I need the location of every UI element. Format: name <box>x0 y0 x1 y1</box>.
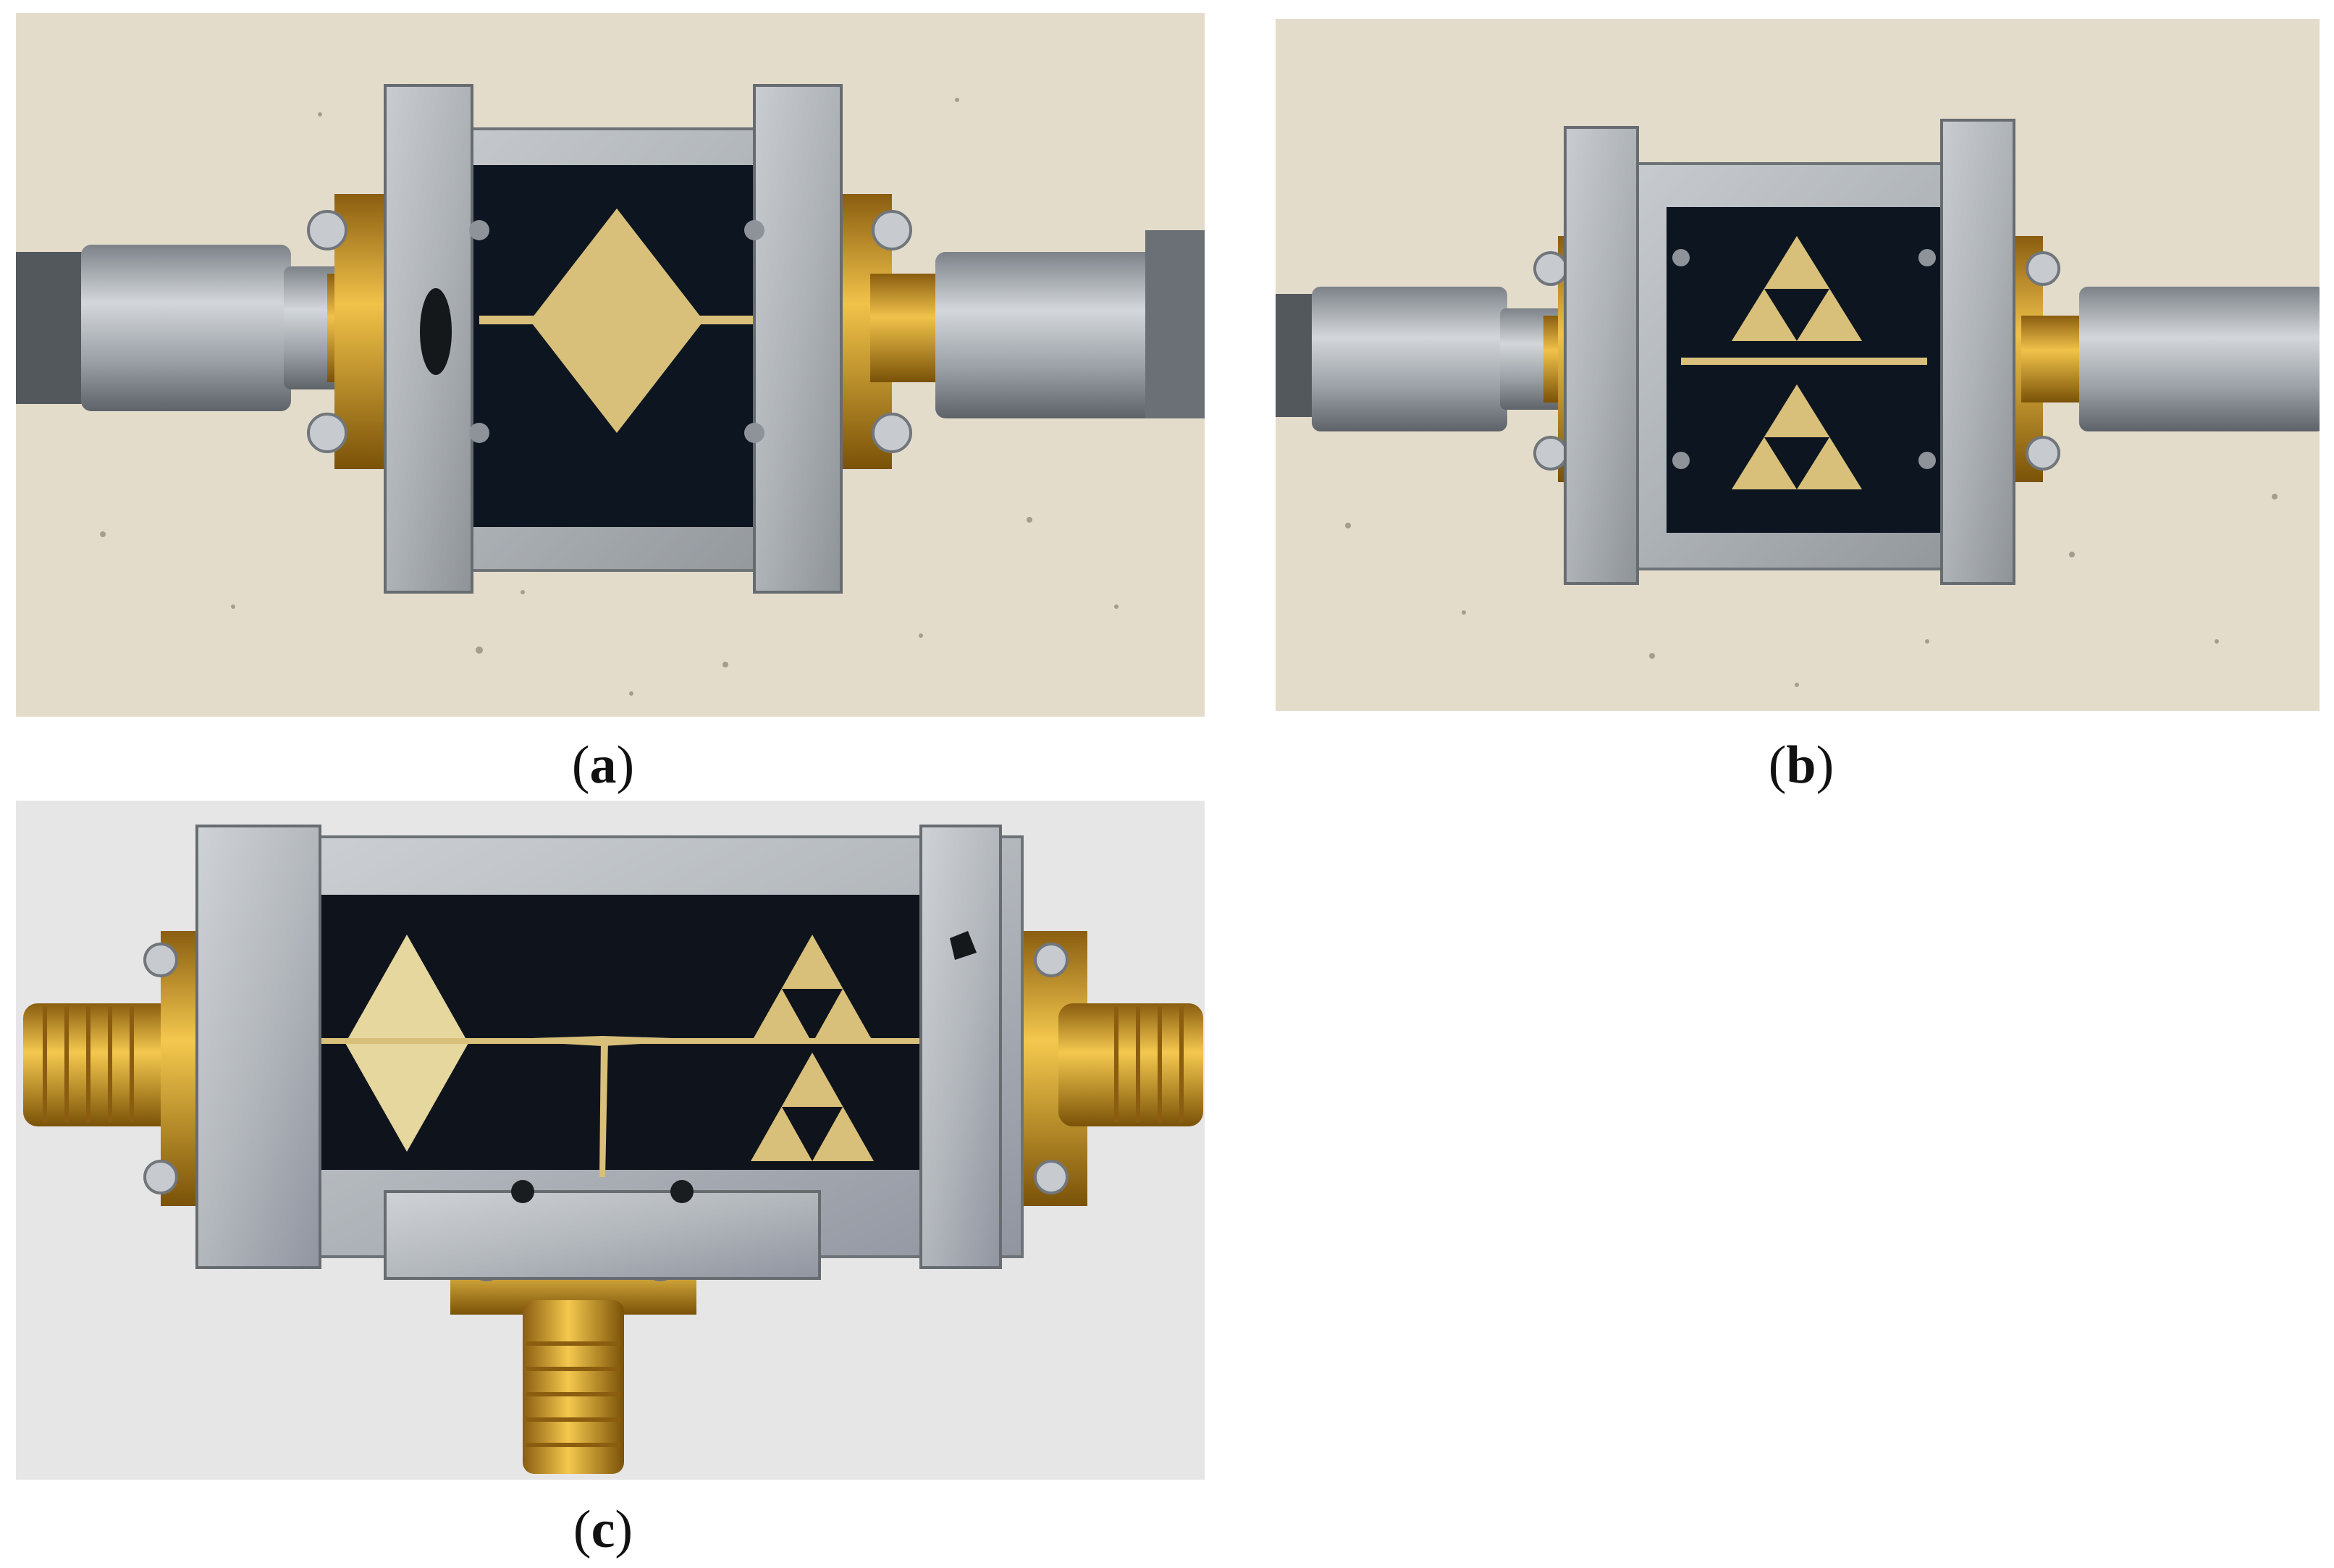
nut-left <box>81 245 291 411</box>
mark <box>420 288 452 375</box>
nut-left <box>1312 287 1507 431</box>
bar-bottom <box>384 1190 821 1280</box>
sma-bottom-threads <box>526 1341 620 1447</box>
sma-bottom <box>523 1300 624 1474</box>
caption-c: (c) <box>573 1500 633 1559</box>
photo-panel-c <box>16 801 1205 1480</box>
sma-right <box>1058 1003 1203 1126</box>
caption-a: (a) <box>571 735 635 795</box>
bar-right <box>753 84 843 594</box>
nut-right <box>935 252 1205 418</box>
photo-c-drawing <box>16 801 1205 1480</box>
bar-left <box>1564 126 1639 585</box>
bar-left <box>195 825 321 1269</box>
nut-right <box>2079 287 2320 431</box>
feed-line <box>1681 358 1927 365</box>
photo-panel-a <box>16 13 1205 717</box>
photo-a-drawing <box>16 13 1205 717</box>
sma-left-threads <box>43 1007 134 1123</box>
photo-b-drawing <box>1276 19 2320 711</box>
bar-right <box>919 825 1002 1269</box>
sierpinski-top <box>1732 236 1862 341</box>
sma-right-threads <box>1114 1007 1184 1123</box>
feed-line <box>479 316 762 324</box>
photo-panel-b <box>1276 19 2320 711</box>
coupling-line <box>599 1040 608 1177</box>
caption-b: (b) <box>1768 735 1834 795</box>
bar-right <box>1940 119 2015 585</box>
mark <box>950 931 977 960</box>
sierpinski-bottom <box>1732 384 1862 489</box>
wall-specks <box>1345 494 2278 687</box>
